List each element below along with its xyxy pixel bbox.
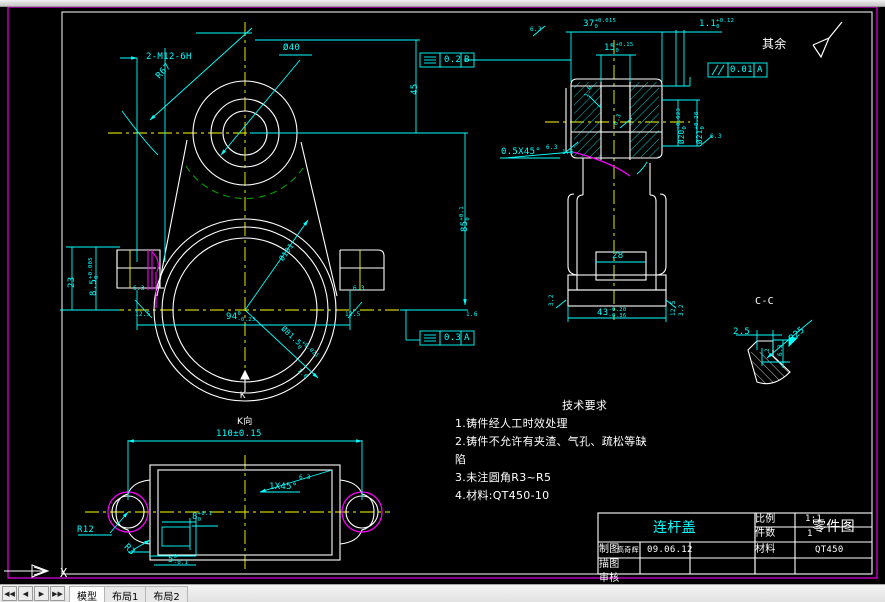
signoff-role-drawn: 制图 (599, 544, 620, 555)
prev-layout-button[interactable]: ◀ (18, 586, 33, 601)
label-2-5: 2.5 (733, 327, 751, 337)
roughness-63-right: 6.3 (353, 285, 365, 292)
window-top-edge (0, 0, 885, 7)
label-23: 23 (67, 276, 77, 288)
ucs-icon (4, 564, 50, 578)
label-45: 45 (410, 83, 420, 95)
tab-layout2[interactable]: 布局2 (145, 585, 188, 602)
layout-tabs[interactable]: 模型 布局1 布局2 (69, 585, 188, 602)
roughness-125-sec-br: 12.5 (670, 300, 677, 316)
roughness-125-left: 12.5 (135, 311, 151, 318)
label-depth-2: 2 (764, 348, 771, 352)
next-layout-button[interactable]: ▶ (34, 586, 49, 601)
general-roughness-symbol (812, 21, 843, 59)
title-block-value-qty: 1 (807, 529, 813, 539)
section-view-dimensions (419, 25, 768, 322)
k-view-dimensions (78, 439, 363, 566)
gdt-value-02: 0.2 (444, 55, 462, 65)
tab-model[interactable]: 模型 (69, 585, 105, 602)
first-layout-button[interactable]: ◀◀ (2, 586, 17, 601)
cc-section-geometry (736, 319, 813, 385)
roughness-63-left: 6.3 (133, 285, 145, 292)
title-block-key-material: 材料 (755, 544, 776, 555)
section-view-geometry (545, 40, 690, 320)
roughness-125-right: 12.5 (345, 311, 361, 318)
title-block-key-scale: 比例 (755, 514, 776, 525)
gdt-value-001: 0.01 (730, 65, 753, 75)
gdt-datum-b: B (464, 55, 470, 65)
ucs-x-label: X (60, 566, 68, 580)
roughness-32-sec-br: 3.2 (678, 304, 685, 316)
last-layout-button[interactable]: ▶▶ (50, 586, 65, 601)
roughness-63-k: 6.3 (299, 474, 311, 481)
tech-req-item-2: 2.铸件不允许有夹渣、气孔、疏松等缺 (455, 435, 647, 448)
roughness-63-sec-right: 6.3 (710, 133, 722, 140)
front-view-geometry (85, 22, 400, 402)
sheet-border (7, 6, 878, 579)
front-view-dimensions (60, 27, 468, 379)
roughness-16-sec-left: 1.6 (562, 149, 574, 156)
signoff-role-checked: 审核 (599, 573, 620, 584)
general-note-label: 其余 (762, 37, 787, 51)
label-43: 43-0.20-0.36 (597, 307, 627, 319)
label-110: 110±0.15 (216, 429, 262, 439)
k-view-geometry (85, 455, 390, 570)
gdt-value-03: 0.3 (444, 333, 462, 343)
title-block-drawing-type: 零件图 (812, 519, 855, 535)
title-block-key-qty: 件数 (755, 528, 776, 539)
signoff-name-drawn: 高奇辉 (617, 546, 639, 554)
front-gdt-frame-03a (419, 330, 475, 346)
gdt-datum-a: A (464, 333, 470, 343)
roughness-63-chamfer: 6.3 (546, 144, 558, 151)
tech-req-item-4: 4.材料:QT450-10 (455, 489, 550, 502)
view-arrow-k: K (240, 391, 246, 401)
roughness-63-sec-top: 6.3 (530, 26, 542, 33)
tab-layout1[interactable]: 布局1 (104, 585, 147, 602)
title-block-part-name: 连杆盖 (653, 520, 696, 536)
signoff-role-traced: 描图 (599, 559, 620, 570)
label-dia40: Ø40 (283, 43, 301, 53)
tech-req-item-3: 3.未注圆角R3~R5 (455, 471, 552, 484)
gdt-datum-a2: A (757, 65, 763, 75)
label-1x45: 1X45° (269, 482, 298, 492)
k-view-title: K向 (237, 417, 253, 427)
title-block-frame (597, 512, 873, 575)
label-2-m12-6h: 2-M12-6H (146, 52, 192, 62)
label-28: 28 (612, 251, 624, 261)
roughness-16-right: 1.6 (466, 311, 478, 318)
title-block-value-scale: 1:1 (805, 514, 823, 524)
title-block-value-material: QT450 (815, 545, 844, 555)
label-r12: R12 (77, 525, 95, 535)
tech-requirements-title: 技术要求 (562, 399, 608, 412)
label-chamfer-05x45: 0.5X45° (501, 147, 542, 157)
layout-tab-bar[interactable]: ◀◀ ◀ ▶ ▶▶ 模型 布局1 布局2 (0, 584, 885, 602)
roughness-63-cc: 6.3 (777, 344, 784, 356)
roughness-32-sec-left: 3.2 (548, 294, 555, 306)
cc-section-title: C-C (755, 296, 774, 307)
tech-req-item-1: 1.铸件经人工时效处理 (455, 417, 568, 430)
tech-req-item-2-cont: 陷 (455, 453, 467, 466)
signoff-date-drawn: 09.06.12 (647, 545, 693, 555)
